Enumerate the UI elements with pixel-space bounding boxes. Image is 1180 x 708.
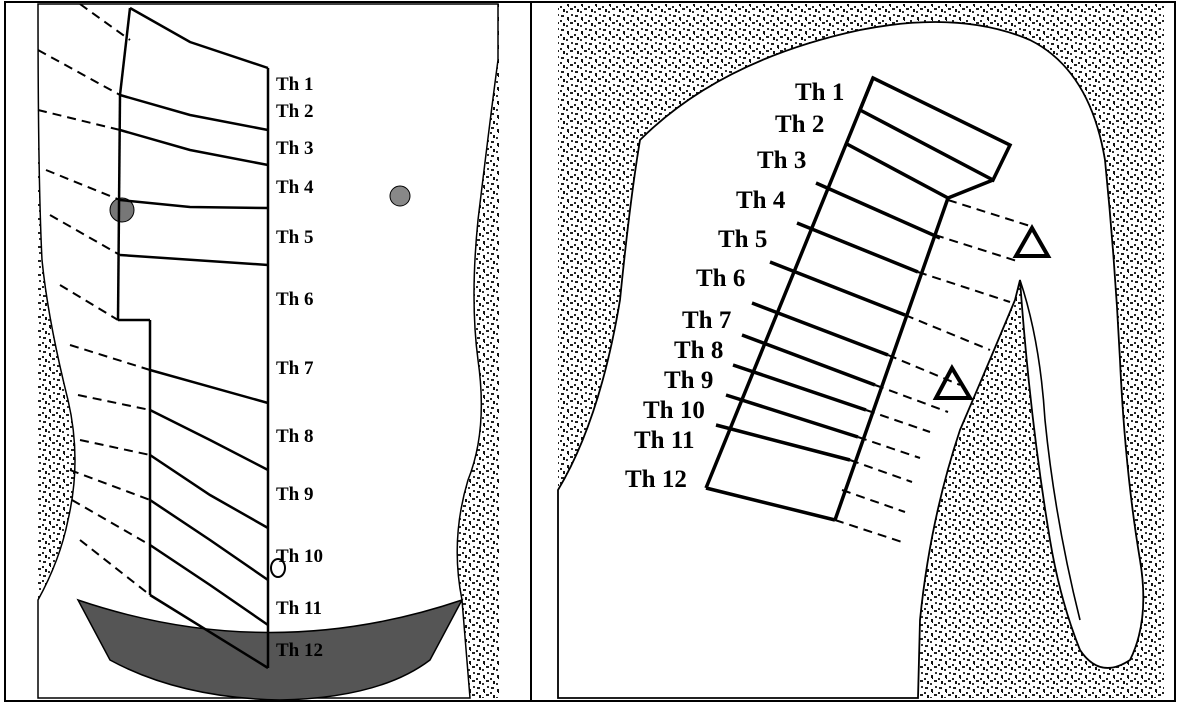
side-label-th6: Th 6 <box>696 265 745 292</box>
front-label-th6: Th 6 <box>276 289 314 310</box>
side-label-th11: Th 11 <box>634 427 694 454</box>
side-label-th4: Th 4 <box>736 187 786 214</box>
front-label-th7: Th 7 <box>276 358 314 379</box>
side-label-th12: Th 12 <box>625 466 687 493</box>
front-label-th9: Th 9 <box>276 484 314 505</box>
side-label-th10: Th 10 <box>643 397 705 424</box>
side-label-th1: Th 1 <box>795 79 844 106</box>
side-label-th3: Th 3 <box>757 147 806 174</box>
front-label-th11: Th 11 <box>276 598 322 619</box>
front-label-th12: Th 12 <box>276 640 323 661</box>
side-label-th5: Th 5 <box>718 226 767 253</box>
side-label-th8: Th 8 <box>674 337 723 364</box>
front-right-nipple <box>390 186 410 206</box>
front-label-th3: Th 3 <box>276 138 314 159</box>
side-view-panel: Th 1 Th 2 Th 3 Th 4 Th 5 Th 6 Th 7 Th 8 … <box>558 4 1164 698</box>
front-label-th10: Th 10 <box>276 546 323 567</box>
front-view-panel: Th 1 Th 2 Th 3 Th 4 Th 5 Th 6 Th 7 Th 8 … <box>38 4 500 700</box>
side-label-th2: Th 2 <box>775 111 824 138</box>
side-label-th9: Th 9 <box>664 367 713 394</box>
front-label-th4: Th 4 <box>276 177 314 198</box>
front-label-th8: Th 8 <box>276 426 314 447</box>
side-label-th7: Th 7 <box>682 307 731 334</box>
front-label-th1: Th 1 <box>276 74 314 95</box>
front-label-th2: Th 2 <box>276 101 314 122</box>
front-label-th5: Th 5 <box>276 227 314 248</box>
